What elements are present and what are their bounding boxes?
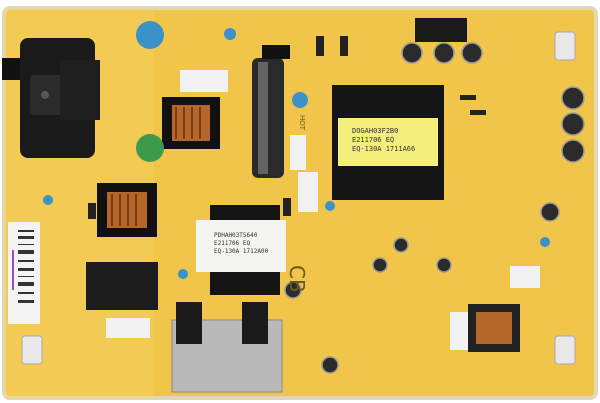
transformer-secondary-label-1: PDHAH03T5640: [214, 232, 258, 239]
main-transformer: DOGAH03F2B0 E211706 EQ EQ-130A 1711A66: [332, 85, 444, 200]
transformer-secondary-label-3: EQ-130A 1712A00: [214, 248, 269, 255]
output-capacitors: [284, 42, 585, 374]
silkscreen-cb: CB: [285, 265, 309, 293]
ceramic-capacitors: [43, 21, 550, 279]
barcode-sticker: [8, 222, 40, 324]
common-mode-choke-2: [97, 183, 157, 237]
heatsink: [171, 302, 283, 393]
diodes: [88, 36, 486, 219]
transformer-main-label-3: EQ-130A 1711A66: [352, 145, 415, 153]
pcb-edge: [2, 6, 598, 400]
transformer-secondary-label-2: E211706 EQ: [214, 240, 251, 247]
cement-resistors: [106, 70, 540, 350]
output-connector: [415, 18, 467, 42]
transformer-main-label-2: E211706 EQ: [352, 136, 394, 144]
mounting-holes: [21, 31, 576, 365]
transformer-main-label-1: DOGAH03F2B0: [352, 127, 398, 135]
standby-transformer: PDHAH03T5640 E211706 EQ EQ-130A 1712A00: [196, 205, 286, 295]
bulk-electrolytic-capacitor: [252, 45, 290, 178]
output-choke: [468, 304, 520, 352]
ac-inlet-connector: [2, 38, 100, 158]
common-mode-choke-1: [162, 97, 220, 149]
silkscreen-hot: HOT: [298, 115, 306, 131]
bridge-rectifier: [86, 262, 158, 310]
